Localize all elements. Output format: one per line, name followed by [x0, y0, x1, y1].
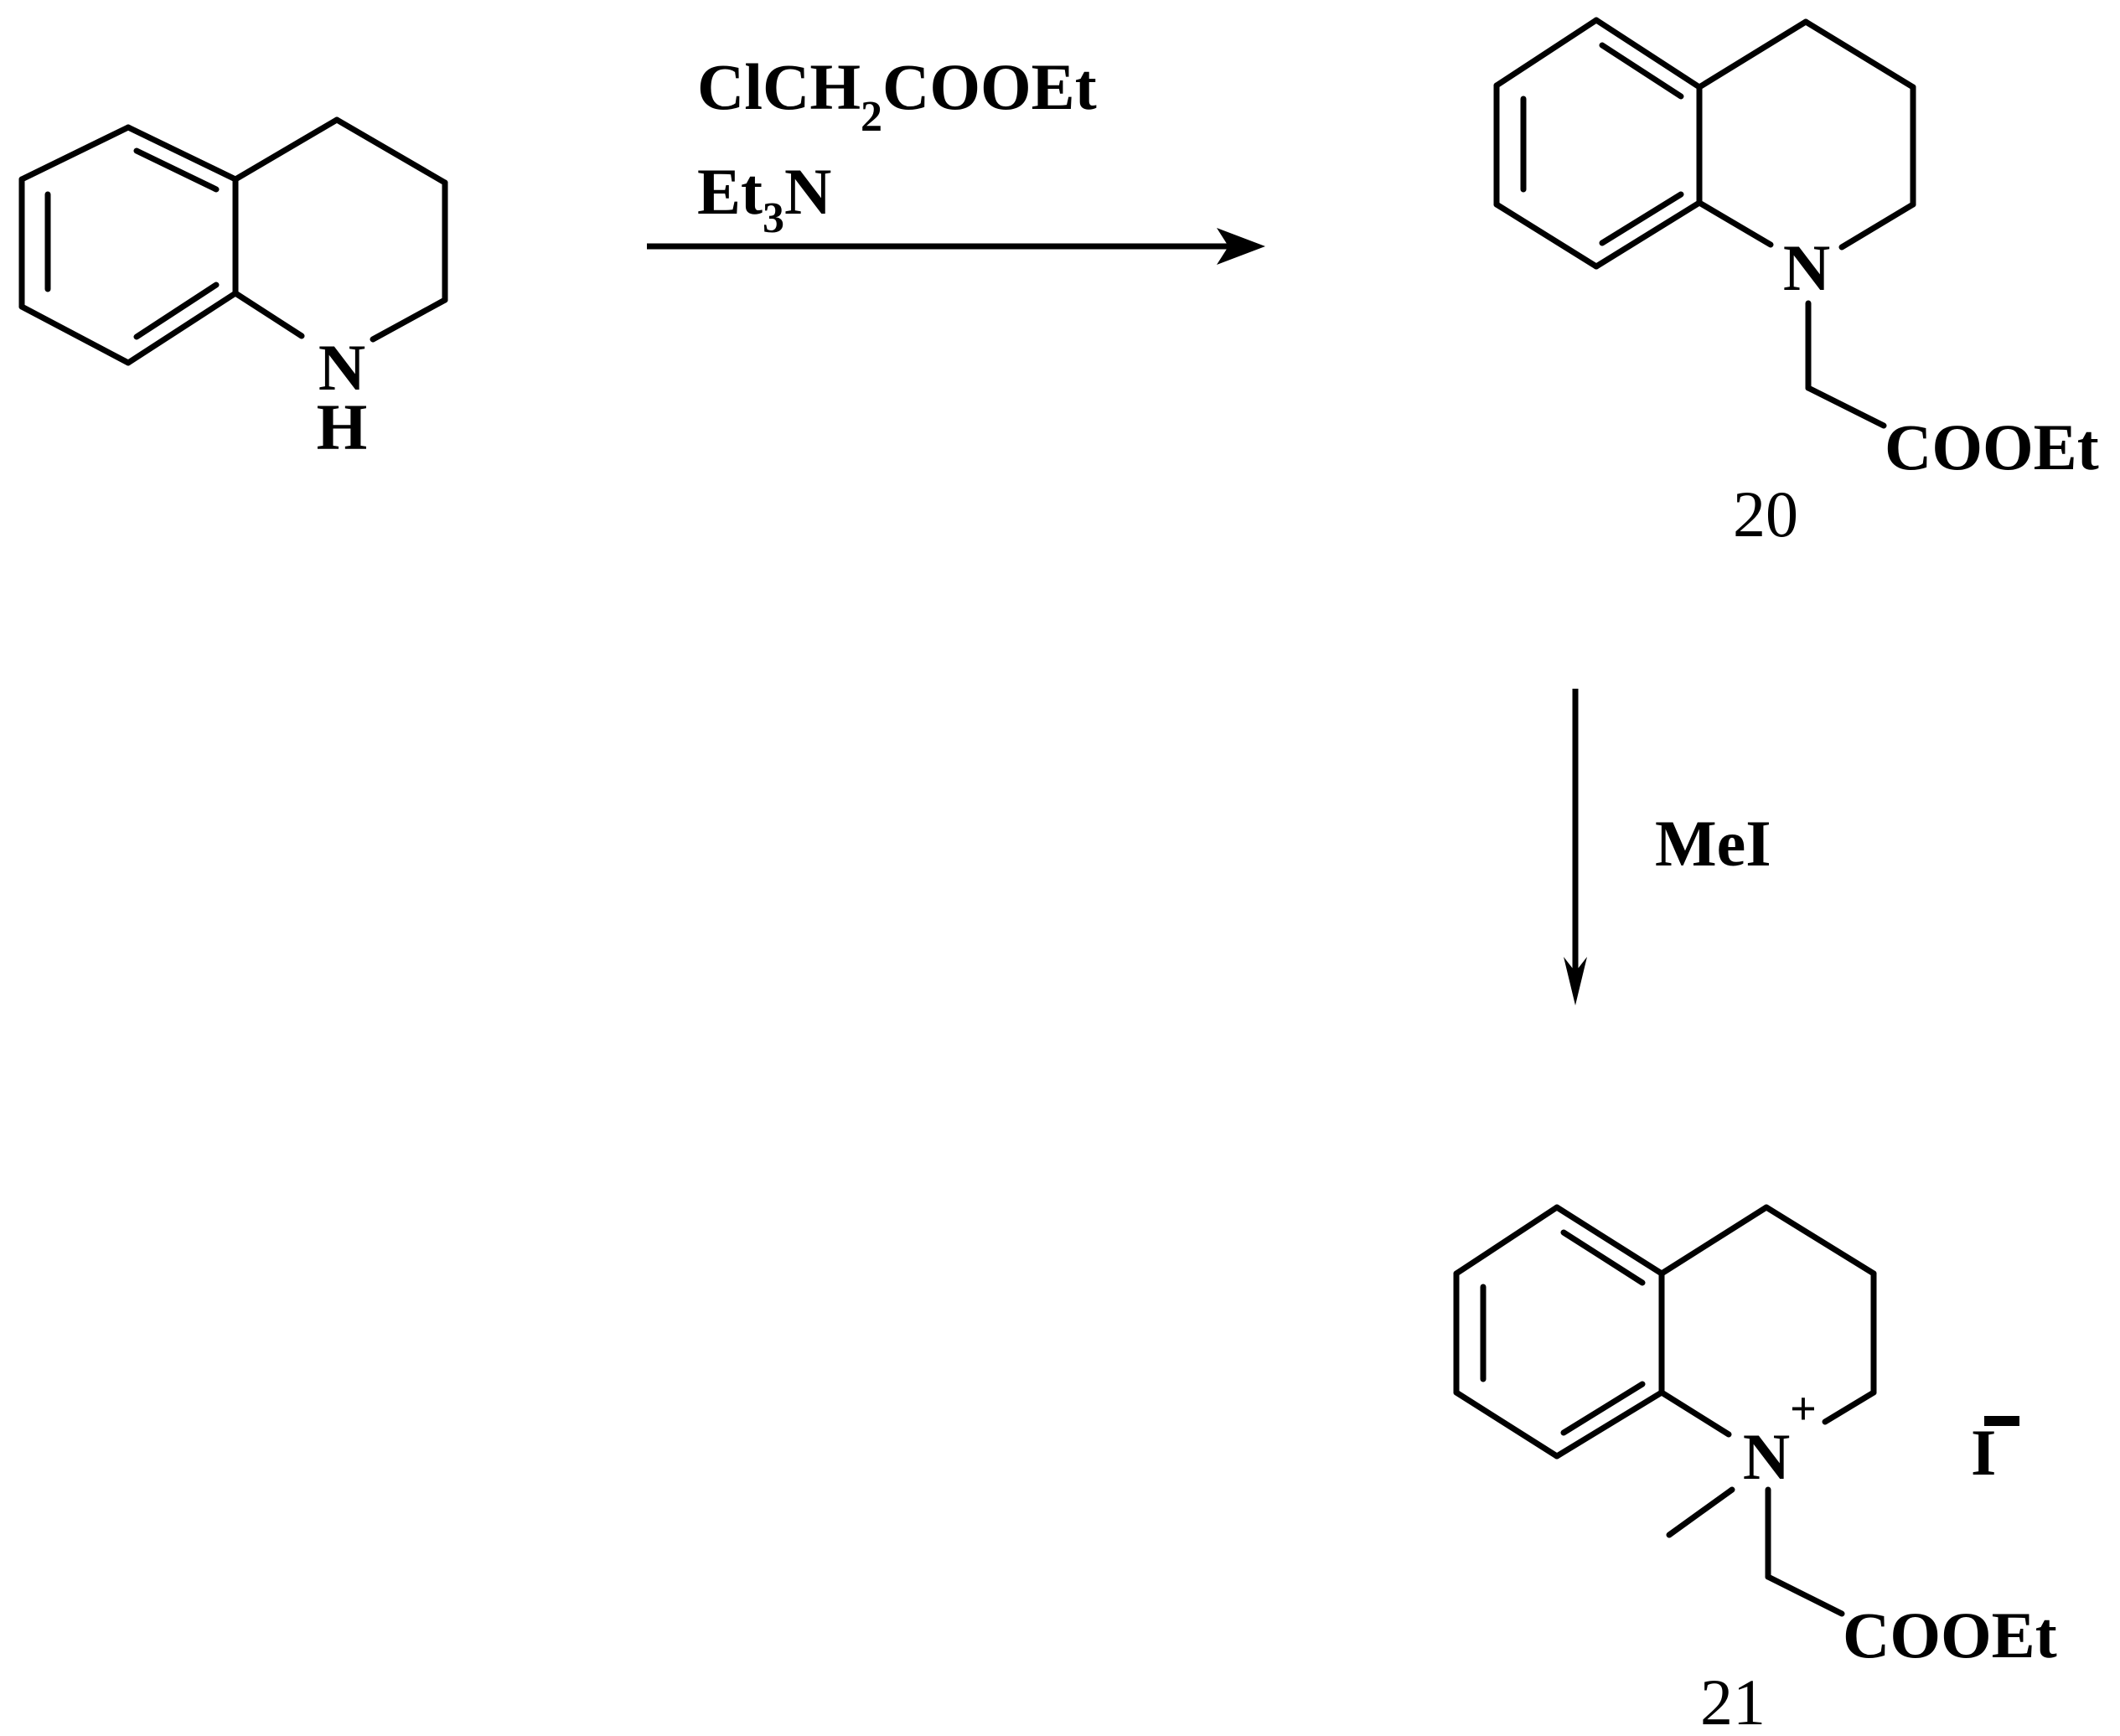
ester-label: COOEt: [1885, 411, 2099, 483]
compound-21-structure: N + COOEt 21: [1453, 1204, 2057, 1736]
saturated-ring: [1658, 1204, 1877, 1438]
benzene-ring: [1493, 17, 1703, 270]
reaction-arrow-step2: [1564, 689, 1587, 1005]
n-plus-atom-label: N: [1743, 1420, 1790, 1493]
ester-side-chain: [1765, 1486, 1845, 1617]
starting-material-structure: N H: [18, 116, 448, 463]
compound-number-21: 21: [1700, 1666, 1766, 1736]
iodide-label: I: [1971, 1416, 1996, 1489]
nh-nitrogen-label: N: [318, 331, 365, 404]
ester-label: COOEt: [1843, 1599, 2057, 1671]
positive-charge-sign: +: [1790, 1383, 1817, 1435]
compound-20-structure: N COOEt 20: [1493, 17, 2099, 550]
negative-charge-sign: [1984, 1416, 2019, 1426]
nh-hydrogen-label: H: [317, 390, 368, 463]
saturated-ring: [232, 116, 448, 343]
iodide-counterion: I: [1971, 1416, 2019, 1489]
compound-number-20: 20: [1733, 478, 1798, 550]
benzene-ring: [18, 124, 239, 366]
n-methyl-bond: [1666, 1486, 1735, 1538]
ester-side-chain: [1805, 300, 1887, 429]
arrowhead-right: [1217, 228, 1265, 265]
saturated-ring: [1696, 18, 1916, 251]
reaction-arrow-step1: [647, 228, 1265, 265]
arrowhead-down: [1564, 957, 1587, 1005]
reagent-triethylamine: Et3N: [697, 155, 831, 242]
benzene-ring: [1453, 1204, 1665, 1460]
reagent-methyl-iodide: MeI: [1655, 807, 1771, 880]
reagent-chloroacetate: ClCH2COOEt: [697, 50, 1097, 141]
n-atom-label: N: [1783, 231, 1830, 304]
